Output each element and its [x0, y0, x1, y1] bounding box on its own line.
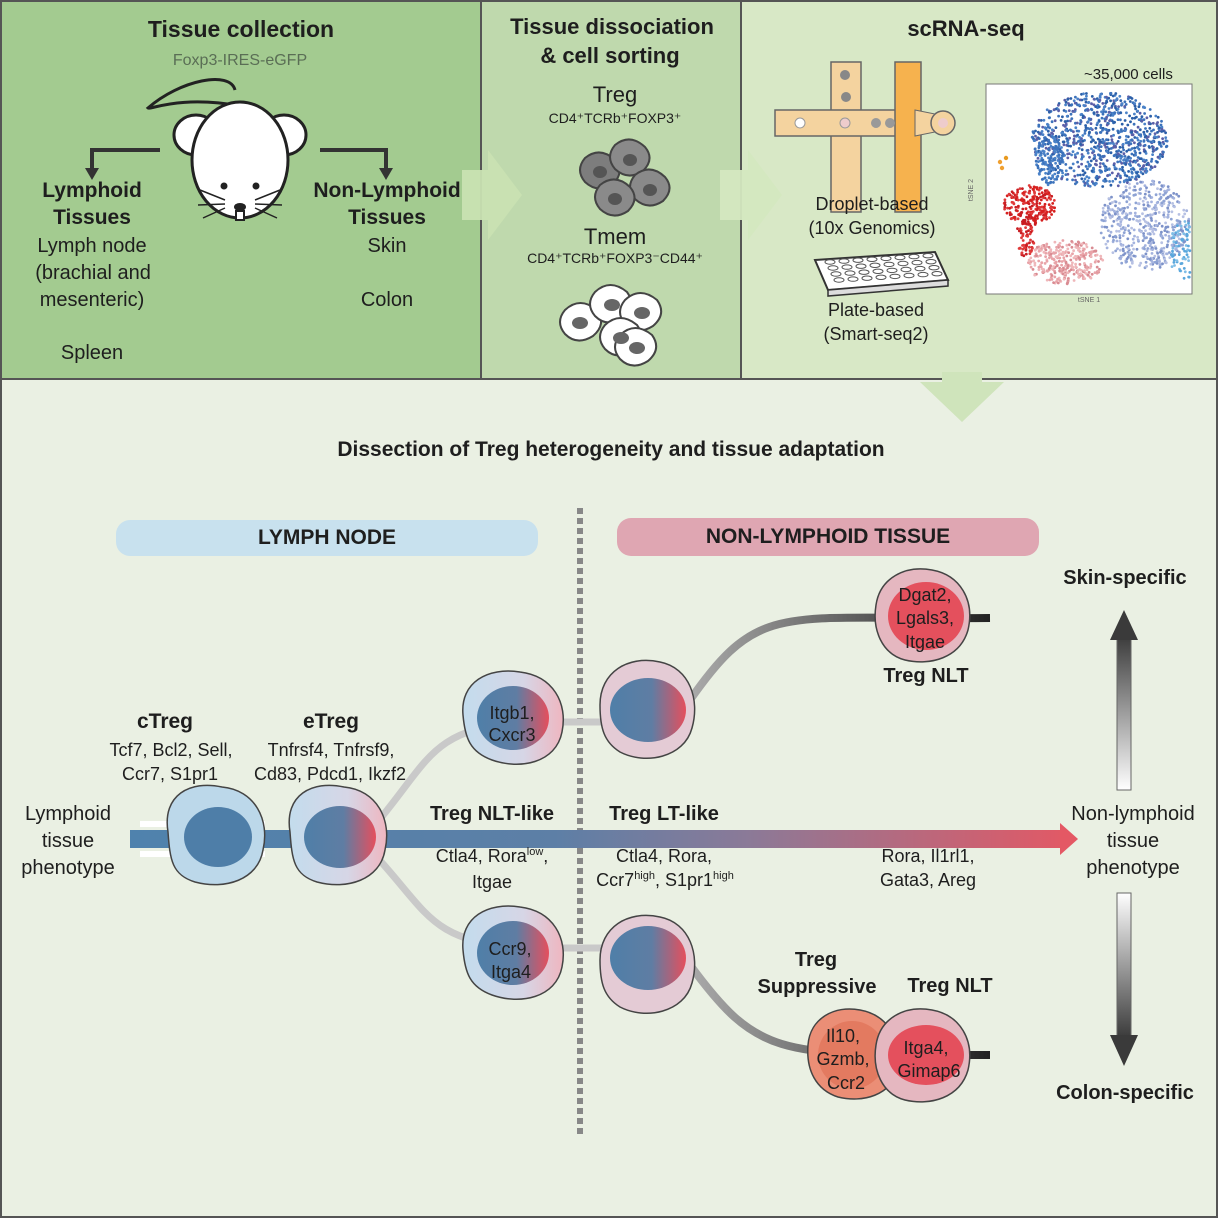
suppressive-genes-3: Ccr2: [826, 1073, 866, 1093]
lt-like-genes-2: Ccr7high, S1pr1high: [596, 870, 734, 891]
nlt-like-name: Treg NLT-like: [429, 803, 555, 825]
etreg-genes-1: Tnfrsf4, Tnfrsf9,: [267, 740, 395, 760]
skin-specific-label: Skin-specific: [1063, 567, 1187, 589]
upper-nlt-cell: [599, 659, 696, 759]
arrow-down-icon: [920, 372, 1004, 422]
skin-nlt-name: Treg NLT: [883, 665, 969, 687]
suppressive-name-1: Treg: [794, 949, 838, 971]
etreg-genes-2: Cd83, Pdcd1, Ikzf2: [253, 764, 407, 784]
droplet-chip-icon: [774, 61, 956, 213]
nlt-like-genes-text: Ctla4, Rora: [435, 846, 527, 866]
lt-like-s1pr1: , S1pr1: [654, 870, 714, 890]
colon-specific-label: Colon-specific: [1056, 1082, 1194, 1104]
colon-arrow-shaft: [1116, 892, 1132, 1039]
lymphoid-heading-1: Lymphoid: [42, 179, 142, 202]
colon-nlt-genes-2: Gimap6: [897, 1061, 961, 1081]
lymphoid-heading-2: Tissues: [53, 206, 131, 229]
nonlymphoid-heading-2: Tissues: [348, 206, 426, 229]
lymphoid-phenotype-3: phenotype: [21, 857, 115, 879]
lymphoid-phenotype-2: tissue: [41, 830, 95, 852]
lt-like-genes-1: Ctla4, Rora,: [615, 846, 713, 866]
nonlymphoid-item-2: Colon: [360, 289, 414, 311]
lt-like-name: Treg LT-like: [609, 803, 719, 825]
skin-arrow-shaft: [1116, 634, 1132, 791]
suppressive-name-2: Suppressive: [757, 976, 877, 998]
arrow-2-icon: [720, 150, 782, 240]
mouse-icon: [145, 78, 308, 221]
droplet-label-1: Droplet-based: [815, 194, 929, 214]
nlt-like-sup: low: [526, 846, 544, 858]
plate-label-1: Plate-based: [827, 300, 925, 320]
tsne-x-label: tSNE 1: [1077, 297, 1101, 304]
treg-label: Treg: [592, 82, 638, 107]
skin-nlt-genes-3: Itgae: [904, 632, 946, 652]
panel2-title-2: & cell sorting: [540, 43, 680, 68]
ctreg-genes-1: Tcf7, Bcl2, Sell,: [109, 740, 233, 760]
suppressive-genes-2: Gzmb,: [816, 1049, 870, 1069]
colon-nlt-cell: [874, 1008, 971, 1103]
colon-nlt-genes-1: Itga4,: [903, 1038, 949, 1058]
lt-like-sup2: high: [713, 870, 734, 882]
cell-count: ~35,000 cells: [1084, 66, 1173, 83]
etreg-cell: [288, 784, 388, 886]
non-lymphoid-header: NON-LYMPHOID TISSUE: [617, 518, 1039, 556]
bottom-title: Dissection of Treg heterogeneity and tis…: [337, 438, 885, 461]
upper-cell-genes-2: Cxcr3: [488, 725, 536, 745]
lymphoid-item-4: Spleen: [60, 342, 124, 364]
tmem-cells-icon: [559, 284, 663, 367]
lymphoid-item-3: mesenteric): [39, 289, 145, 311]
nlt-like-comma: ,: [543, 846, 549, 866]
colon-nlt-name: Treg NLT: [907, 975, 993, 997]
arrow-1-icon: [462, 150, 522, 240]
treg-cells-icon: [579, 138, 671, 217]
nonlymphoid-phenotype-3: phenotype: [1086, 857, 1180, 879]
lower-cell-genes-2: Itga4: [490, 962, 532, 982]
main-arrow-head-icon: [1060, 823, 1078, 855]
nlt-genes-1: Rora, Il1rl1,: [881, 846, 975, 866]
lt-like-ccr7: Ccr7: [596, 870, 635, 890]
suppressive-genes-1: Il10,: [825, 1026, 861, 1046]
lymphoid-item-1: Lymph node: [37, 235, 147, 257]
lymph-node-header: LYMPH NODE: [116, 520, 538, 556]
lymphoid-item-2: (brachial and: [35, 262, 151, 284]
lt-like-sup1: high: [634, 870, 655, 882]
etreg-name: eTreg: [302, 710, 360, 733]
upper-cell-genes-1: Itgb1,: [489, 703, 535, 723]
panel3-title: scRNA-seq: [907, 16, 1025, 41]
panel1-title: Tissue collection: [147, 16, 335, 42]
lower-cell-genes-1: Ccr9,: [488, 939, 532, 959]
tmem-label: Tmem: [583, 224, 647, 249]
lower-lymph-cell: [462, 905, 564, 1000]
skin-arrow-head-icon: [1110, 610, 1138, 640]
nlt-genes-2: Gata3, Areg: [879, 870, 977, 890]
nonlymphoid-phenotype-1: Non-lymphoid: [1071, 803, 1195, 825]
nlt-like-genes-1: Ctla4, Roralow,: [436, 846, 549, 867]
nonlymphoid-item-1: Skin: [367, 235, 407, 257]
ctreg-genes-2: Ccr7, S1pr1: [121, 764, 219, 784]
upper-lymph-cell: [462, 670, 564, 765]
skin-nlt-cell: [874, 568, 971, 663]
skin-nlt-genes-1: Dgat2,: [898, 585, 952, 605]
top-graphics: [85, 61, 1193, 422]
nonlymphoid-heading-1: Non-Lymphoid: [313, 179, 461, 202]
plate-label-2: (Smart-seq2): [823, 324, 929, 344]
lower-nlt-cell: [599, 914, 696, 1014]
droplet-label-2: (10x Genomics): [808, 218, 936, 238]
suppressive-cell: [807, 1008, 900, 1100]
arrow-nonlymphoid-icon: [320, 148, 388, 172]
colon-arrow-head-icon: [1110, 1035, 1138, 1066]
skin-nlt-genes-2: Lgals3,: [895, 608, 955, 628]
panel2-title-1: Tissue dissociation: [510, 14, 714, 39]
tmem-markers: CD4⁺TCRb⁺FOXP3⁻CD44⁺: [527, 250, 703, 266]
lymphoid-phenotype-1: Lymphoid: [25, 803, 111, 825]
treg-markers: CD4⁺TCRb⁺FOXP3⁺: [548, 110, 682, 126]
arrow-lymphoid-icon: [90, 148, 160, 172]
ctreg-name: cTreg: [136, 710, 194, 733]
nonlymphoid-phenotype-2: tissue: [1106, 830, 1160, 852]
nlt-like-genes-2: Itgae: [471, 872, 513, 892]
ctreg-cell: [166, 784, 266, 886]
panel1-subtitle: Foxp3-IRES-eGFP: [172, 52, 308, 69]
